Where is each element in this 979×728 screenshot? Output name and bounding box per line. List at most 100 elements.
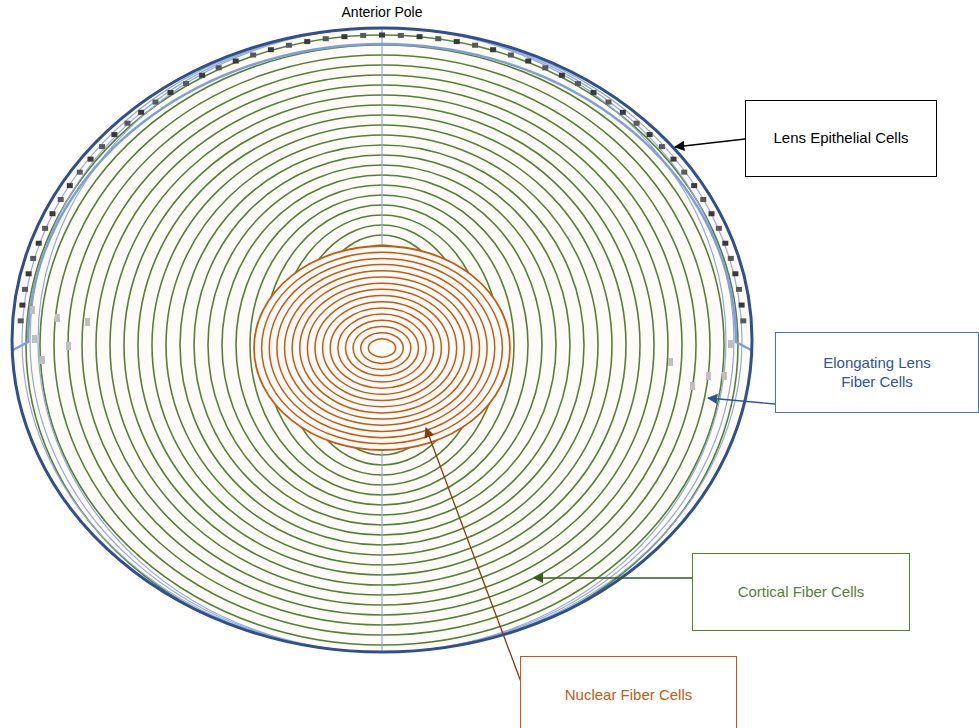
epithelial-cell <box>740 318 746 323</box>
epithelial-cell <box>88 157 94 162</box>
callout-label: Lens Epithelial Cells <box>773 129 908 148</box>
elongating-cell-nucleus <box>690 382 695 390</box>
epithelial-cell <box>124 121 130 126</box>
lens-capsule <box>12 28 752 652</box>
leader-line <box>708 398 775 404</box>
nuclear-fiber <box>285 271 480 426</box>
epithelial-cell <box>732 271 738 276</box>
epithelial-cell <box>233 59 239 64</box>
epithelial-cell <box>360 33 366 38</box>
lens-nucleus <box>254 246 510 450</box>
elongating-cell-nucleus <box>66 342 71 350</box>
epithelial-cell <box>559 73 565 78</box>
epithelial-cell <box>417 34 423 39</box>
epithelial-cell <box>722 241 728 246</box>
epithelial-cell <box>49 211 55 216</box>
epithelial-cell <box>26 271 32 276</box>
elongating-cell-nucleus <box>728 340 733 348</box>
epithelial-cell <box>111 132 117 137</box>
nuclear-fiber <box>323 302 442 395</box>
elongating-cell-nucleus <box>40 356 45 364</box>
epithelial-cell <box>138 110 144 115</box>
epithelial-cell <box>681 170 687 175</box>
callout-box: Lens Epithelial Cells <box>745 100 937 177</box>
leader-line <box>534 577 692 578</box>
epithelial-cell <box>398 33 404 38</box>
epithelial-cell <box>691 183 697 188</box>
callout-label: Nuclear Fiber Cells <box>565 686 693 705</box>
epithelial-cell <box>454 39 460 44</box>
nuclear-fiber <box>330 308 434 388</box>
epithelial-cell <box>709 211 715 216</box>
epithelial-cell <box>77 170 83 175</box>
epithelial-cell <box>659 144 665 149</box>
nuclear-fiber <box>346 320 419 376</box>
epithelial-cell <box>634 121 640 126</box>
epithelial-cell <box>153 100 159 105</box>
nuclear-fiber <box>307 289 456 406</box>
epithelial-cell <box>36 241 42 246</box>
leader-line <box>426 428 524 690</box>
callout-box: Nuclear Fiber Cells <box>520 656 737 728</box>
epithelium <box>13 33 751 391</box>
epithelial-cell <box>739 303 745 308</box>
nuclear-fiber <box>353 326 411 369</box>
nuclear-fiber <box>300 283 465 413</box>
epithelial-cell <box>647 132 653 137</box>
callout-label: Cortical Fiber Cells <box>738 583 865 602</box>
elongating-cell-nucleus <box>30 306 35 314</box>
epithelial-cell <box>716 226 722 231</box>
nuclear-fiber <box>315 296 449 401</box>
epithelial-cell <box>18 318 24 323</box>
elongating-cell-nucleus <box>55 314 60 322</box>
leader-line <box>675 139 745 147</box>
callout-box: Cortical Fiber Cells <box>692 553 910 631</box>
nuclear-fiber <box>368 339 395 357</box>
epithelial-cell <box>379 33 385 38</box>
nuclear-fiber <box>338 314 426 382</box>
epithelial-cell <box>42 226 48 231</box>
epithelial-cell <box>183 81 189 86</box>
nuclear-fiber <box>277 265 487 432</box>
epithelial-cell <box>605 100 611 105</box>
epithelial-cell <box>67 183 73 188</box>
elongating-fiber <box>30 28 734 652</box>
epithelial-cell <box>19 303 25 308</box>
epithelial-cell <box>435 36 441 41</box>
epithelial-cell <box>323 36 329 41</box>
elongating-fiber <box>22 28 742 652</box>
epithelial-cell <box>728 256 734 261</box>
nuclear-fiber <box>361 333 404 364</box>
elongating-cell-nucleus <box>722 372 727 380</box>
nuclear-fiber <box>269 258 495 437</box>
epithelial-cell <box>99 144 105 149</box>
callout-box: Elongating Lens Fiber Cells <box>775 332 979 413</box>
epithelial-cell <box>199 73 205 78</box>
epithelial-cell <box>304 39 310 44</box>
elongating-cell-nucleus <box>668 358 673 366</box>
nuclear-fiber <box>292 277 472 419</box>
epithelial-cell <box>250 52 256 57</box>
epithelial-cell <box>30 256 36 261</box>
elongating-fiber <box>38 28 726 652</box>
epithelial-cell <box>58 197 64 202</box>
epithelial-cell <box>22 287 28 292</box>
epithelial-cell <box>700 197 706 202</box>
epithelial-cell <box>268 47 274 52</box>
epithelium-base <box>13 44 751 350</box>
epithelial-cell <box>286 43 292 48</box>
nuclear-fiber <box>262 252 503 444</box>
epithelial-cell <box>736 287 742 292</box>
elongating-cell-nucleus <box>706 372 711 380</box>
epithelial-cell <box>216 65 222 70</box>
epithelial-cell <box>620 110 626 115</box>
fiber-layers <box>22 28 742 655</box>
epithelial-cell <box>508 52 514 57</box>
callout-label: Elongating Lens Fiber Cells <box>807 354 947 392</box>
epithelial-cell <box>542 65 548 70</box>
epithelial-cell <box>341 34 347 39</box>
epithelial-cell <box>490 47 496 52</box>
elongating-cell-nucleus <box>85 318 90 326</box>
epithelial-cell <box>591 90 597 95</box>
